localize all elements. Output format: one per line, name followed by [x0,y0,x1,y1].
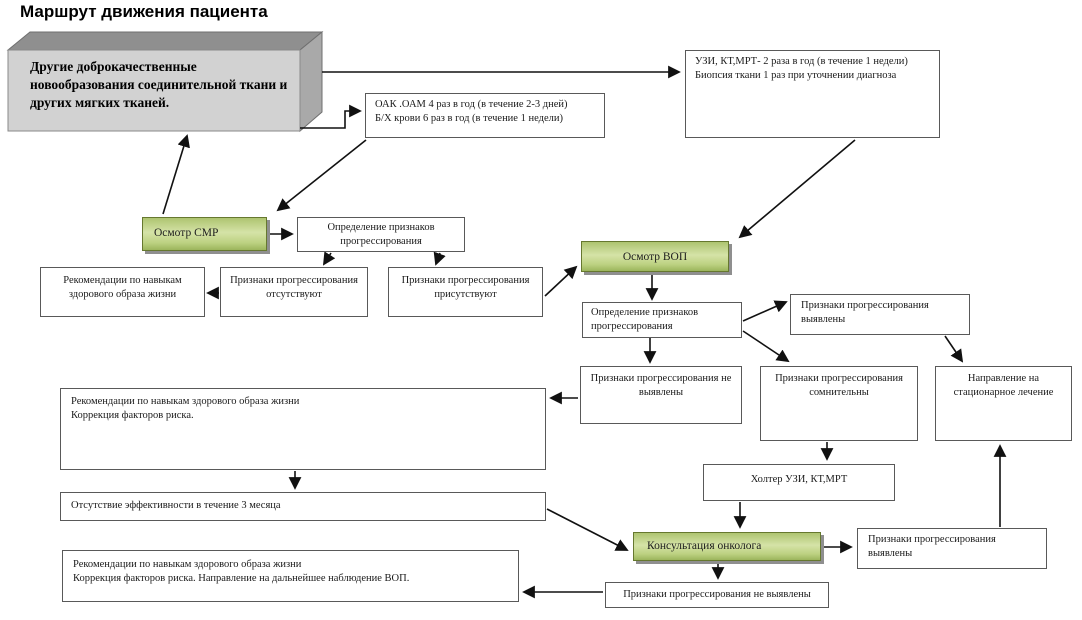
otsutstvuyut-label: Признаки прогрессирования отсутствуют [230,275,358,300]
arrow-otsutstvie-to-konsultaciya [546,508,629,551]
node-konsultaciya: Консультация онколога [633,532,821,561]
node-holter: Холтер УЗИ, КТ,МРТ [703,464,895,501]
arrow-opred-vop-to-vyyavleny [742,300,788,322]
vyyavleny-bottom-label: Признаки прогрессирования выявлены [868,534,996,559]
konsultaciya-label: Консультация онколога [647,540,762,552]
oak-schedule-line1: ОАК .ОАМ 4 раз в год (в течение 2-3 дней… [375,99,568,110]
node-napravlenie: Направление на стационарное лечение [935,366,1072,441]
arrow-opred-vop-to-somnitelny [742,330,790,363]
arrow-opred-smr-to-prisutstvuyut [433,251,446,266]
node-ne-vyyavleny-bottom: Признаки прогрессирования не выявлены [605,582,829,608]
oak-schedule-line2: Б/Х крови 6 раз в год (в течение 1 недел… [375,112,563,124]
arrow-opred-smr-to-otsutstvuyut [322,251,336,266]
node-osmotr-vop: Осмотр ВОП [581,241,729,272]
diagnosis-3d-side-face [299,30,323,133]
otsutstvie-eff-label: Отсутствие эффективности в течение 3 мес… [71,500,281,511]
rekom-big-line1: Рекомендации по навыкам здорового образа… [71,396,300,407]
osmotr-smr-label: Осмотр СМР [154,227,219,239]
vyyavleny-top-label: Признаки прогрессирования выявлены [801,300,929,325]
holter-label: Холтер УЗИ, КТ,МРТ [750,474,848,485]
node-rekom-smr: Рекомендации по навыкам здорового образа… [40,267,205,317]
node-otsutstvie-eff: Отсутствие эффективности в течение 3 мес… [60,492,546,521]
page-title: Маршрут движения пациента [20,2,268,21]
arrow-osmotr-smr-to-diagnosis [162,134,190,215]
osmotr-vop-label: Осмотр ВОП [622,251,688,263]
node-otsutstvuyut: Признаки прогрессирования отсутствуют [220,267,368,317]
diagnosis-3d-front-face [7,49,301,132]
prisutstvuyut-label: Признаки прогрессирования присутствуют [401,275,530,300]
rekom-smr-label: Рекомендации по навыкам здорового образа… [63,275,182,300]
node-prisutstvuyut: Признаки прогрессирования присутствуют [388,267,543,317]
node-diagnosis: Другие доброкачественные новообразования… [30,59,288,110]
diagnosis-3d-top-face [6,31,324,51]
node-osmotr-smr: Осмотр СМР [142,217,267,251]
rekom-big-line2: Коррекция факторов риска. [71,409,194,421]
node-ne-vyyavleny-mid: Признаки прогрессирования не выявлены [580,366,742,424]
node-vyyavleny-bottom: Признаки прогрессирования выявлены [857,528,1047,569]
node-vyyavleny-top: Признаки прогрессирования выявлены [790,294,970,335]
ne-vyyavleny-bottom-label: Признаки прогрессирования не выявлены [623,589,811,600]
napravlenie-label: Направление на стационарное лечение [953,373,1054,398]
rekom-bottom-line2: Коррекция факторов риска. Направление на… [73,572,410,584]
uzi-schedule-line1: УЗИ, КТ,МРТ- 2 раза в год (в течение 1 н… [695,56,908,67]
somnitelny-label: Признаки прогрессирования сомнительны [775,373,903,398]
rekom-bottom-line1: Рекомендации по навыкам здорового образа… [73,559,302,570]
arrow-prisutstvuyut-to-osmotr-vop [544,265,578,297]
arrow-vyyavleny-to-napravlenie [944,335,964,363]
opred-smr-label: Определение признаков прогрессирования [327,222,435,247]
node-uzi-schedule: УЗИ, КТ,МРТ- 2 раза в год (в течение 1 н… [685,50,940,138]
node-rekom-bottom: Рекомендации по навыкам здорового образа… [62,550,519,602]
node-rekom-big: Рекомендации по навыкам здорового образа… [60,388,546,470]
arrow-uzi-to-osmotr-vop [738,139,856,239]
uzi-schedule-line2: Биопсия ткани 1 раз при уточнении диагно… [695,69,897,81]
node-somnitelny: Признаки прогрессирования сомнительны [760,366,918,441]
ne-vyyavleny-mid-label: Признаки прогрессирования не выявлены [590,373,732,398]
node-opred-smr: Определение признаков прогрессирования [297,217,465,252]
node-oak-schedule: ОАК .ОАМ 4 раз в год (в течение 2-3 дней… [365,93,605,138]
node-opred-vop: Определение признаков прогрессирования [582,302,742,338]
arrow-diagnosis-to-oak [300,104,362,129]
arrow-oak-to-osmotr-smr [276,139,367,212]
opred-vop-label: Определение признаков прогрессирования [591,307,699,332]
